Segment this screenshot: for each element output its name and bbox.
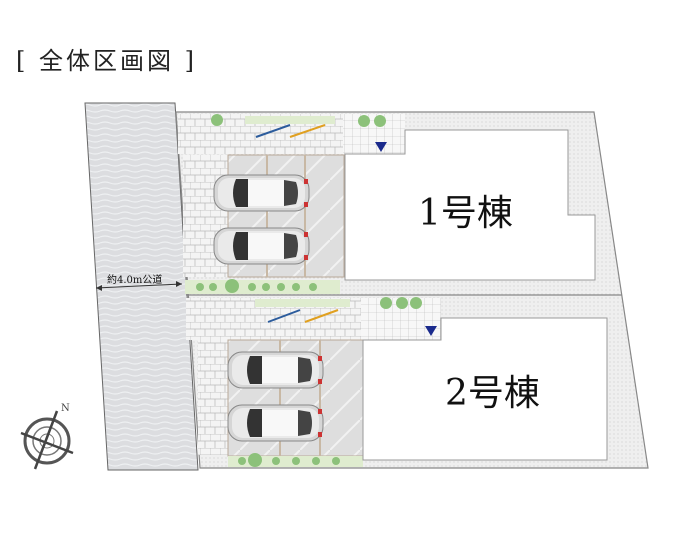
lot2-planting-strip bbox=[255, 299, 350, 307]
car-icon bbox=[213, 174, 310, 212]
north-label: N bbox=[61, 403, 70, 414]
page-title: [ 全体区画図 ] bbox=[16, 47, 197, 75]
entrance-marker-icon bbox=[375, 142, 387, 152]
bicycle-icon bbox=[255, 124, 326, 138]
lot1-planting-strip bbox=[245, 116, 335, 124]
public-road bbox=[84, 102, 199, 471]
car-icon bbox=[227, 351, 324, 389]
lot1-entrance-paving bbox=[343, 114, 405, 154]
entrance-marker-icon bbox=[425, 326, 437, 336]
car-icon bbox=[227, 404, 324, 442]
bicycle-icon bbox=[267, 309, 339, 323]
building-1-label: 1号棟 bbox=[418, 193, 513, 234]
building-2-label: 2号棟 bbox=[445, 373, 540, 414]
shrub-icon bbox=[196, 114, 386, 293]
building-2 bbox=[362, 317, 608, 461]
car-icon bbox=[213, 227, 310, 265]
road-width-arrow bbox=[95, 283, 183, 289]
compass-icon: N bbox=[20, 403, 74, 470]
lot2-side-paving bbox=[198, 340, 228, 455]
road-width-label: 約4.0m公道 bbox=[107, 273, 162, 286]
shrub-icon bbox=[238, 297, 422, 467]
building-1 bbox=[344, 129, 596, 281]
